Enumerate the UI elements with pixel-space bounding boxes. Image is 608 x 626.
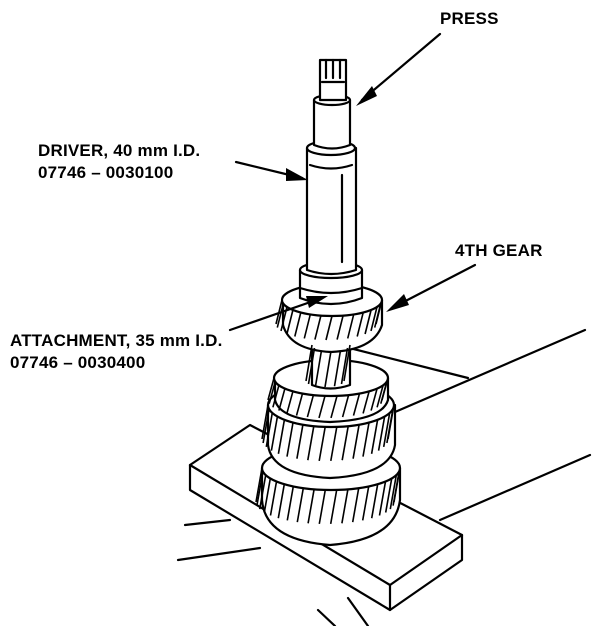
gear-tooth (305, 344, 313, 382)
gear-tooth (333, 350, 342, 387)
fourth-gear-text: 4TH GEAR (455, 241, 543, 260)
gear-tooth (393, 467, 401, 503)
gear-tooth (270, 416, 279, 451)
gear-tooth (268, 381, 276, 404)
attachment-part-text: 07746 – 0030400 (10, 353, 146, 372)
gear-tooth (364, 309, 372, 335)
gear-tooth (314, 315, 322, 340)
gear-tooth (325, 315, 333, 341)
gear-tooth (296, 424, 304, 459)
gear-tooth (351, 487, 360, 523)
gear-tooth (269, 481, 278, 516)
gear-tooth (267, 377, 275, 401)
fourth-gear-label: 4TH GEAR (455, 240, 543, 262)
gear-tooth (382, 412, 391, 448)
gear-tooth (276, 303, 285, 328)
gear-tooth (286, 422, 294, 457)
support-rails (176, 328, 592, 626)
leader-arrows (228, 32, 477, 332)
gear-tooth (255, 467, 263, 503)
gear-tooth (286, 309, 294, 335)
gear-tooth (295, 393, 304, 416)
gear-tooth (352, 424, 360, 459)
spline-lines (305, 344, 351, 388)
gear-tooth (329, 489, 338, 525)
fourth-gear-teeth-lines (275, 299, 383, 341)
gear-tooth (370, 306, 378, 332)
gear-tooth (263, 478, 272, 513)
bottom-gear-teeth-lines (255, 467, 401, 525)
gear-tooth (362, 391, 370, 414)
gear-tooth (370, 388, 378, 411)
gear-tooth (265, 412, 274, 448)
gear-tooth (296, 487, 305, 523)
gear-tooth (275, 299, 283, 325)
gear-tooth (343, 344, 351, 382)
gear-tooth (277, 419, 286, 454)
gear-tooth (378, 481, 387, 516)
gear-tooth (341, 394, 350, 418)
driver-shaft (305, 139, 358, 276)
gear-tooth (341, 426, 349, 461)
gear-tooth (294, 312, 302, 337)
gear-tooth (278, 388, 286, 411)
gear-tooth (307, 489, 315, 524)
gear-tooth (361, 486, 370, 521)
gear-tooth (318, 426, 326, 462)
attachment-name-text: ATTACHMENT, 35 mm I.D. (10, 331, 223, 350)
gear-tooth (277, 484, 286, 519)
press-ram (312, 58, 352, 150)
gear-tooth (387, 404, 395, 440)
gear-tooth (352, 393, 361, 416)
gear-tooth (303, 314, 312, 339)
gear-tooth (370, 484, 379, 519)
gear-stack (260, 337, 402, 547)
gear-tooth (324, 350, 332, 388)
gear-tooth (384, 478, 393, 513)
gear-tooth (340, 347, 349, 385)
gear-tooth (318, 489, 327, 525)
attachment-label: ATTACHMENT, 35 mm I.D. 07746 – 0030400 (10, 330, 223, 374)
gear-tooth (272, 385, 280, 408)
gear-tooth (286, 391, 294, 414)
gear-tooth (376, 385, 384, 408)
gear-tooth (261, 404, 269, 440)
gear-tooth (307, 347, 316, 385)
driver-name-text: DRIVER, 40 mm I.D. (38, 141, 201, 160)
gear-tooth (381, 377, 389, 401)
gear-tooth (318, 395, 326, 419)
gear-tooth (346, 314, 355, 339)
gear-tooth (286, 486, 295, 521)
driver-label: DRIVER, 40 mm I.D. 07746 – 0030100 (38, 140, 200, 184)
gear-tooth (306, 394, 315, 418)
gear-tooth (336, 315, 344, 340)
gear-tooth (258, 474, 267, 510)
gear-tooth (330, 395, 338, 419)
gear-tooth (362, 422, 370, 457)
gear-tooth (377, 416, 386, 451)
gear-tooth (370, 419, 379, 454)
upper-gear-teeth-lines (267, 377, 389, 419)
gear-tooth (375, 299, 383, 325)
gear-tooth (262, 408, 270, 444)
gear-tooth (280, 306, 288, 332)
driver-part-text: 07746 – 0030100 (38, 163, 174, 182)
middle-gear-teeth-lines (261, 404, 395, 462)
gear-tooth (330, 426, 338, 462)
gear-tooth (307, 426, 315, 461)
gear-tooth (356, 312, 364, 337)
press-label: PRESS (440, 8, 499, 30)
press-label-text: PRESS (440, 9, 499, 28)
gear-tooth (389, 474, 398, 510)
gear-tooth (256, 471, 264, 506)
gear-tooth (314, 350, 323, 387)
gear-tooth (341, 489, 349, 524)
